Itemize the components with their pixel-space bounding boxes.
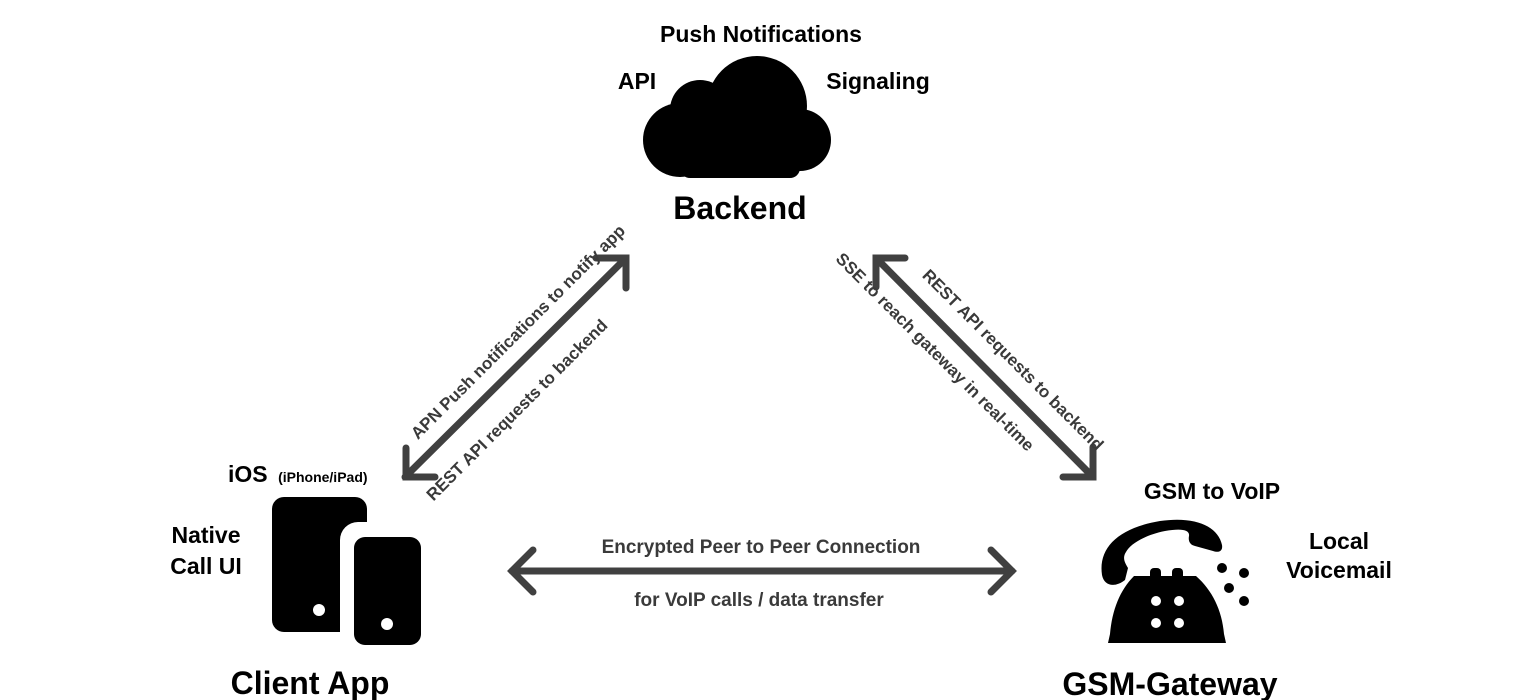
- gateway-label-gsm-to-voip: GSM to VoIP: [1144, 478, 1280, 504]
- devices-icon: [272, 497, 436, 660]
- client-feature-line2: Call UI: [170, 553, 242, 579]
- p2p-label-upper: Encrypted Peer to Peer Connection: [602, 537, 921, 558]
- backend-label-api: API: [618, 68, 656, 94]
- p2p-label-lower: for VoIP calls / data transfer: [634, 590, 884, 611]
- p2p-arrowhead-client: [507, 546, 537, 596]
- client-platform-label: iOS (iPhone/iPad): [228, 461, 368, 487]
- client-node: iOS (iPhone/iPad) Native Call UI Client …: [170, 461, 436, 700]
- gateway-backend-arrowhead-backend: [872, 254, 909, 291]
- cloud-icon: [643, 56, 831, 178]
- gateway-backend-arrowhead-gateway: [1059, 443, 1097, 481]
- client-backend-arrow-line: [401, 254, 630, 481]
- gateway-feature-line2: Voicemail: [1286, 557, 1392, 583]
- gateway-backend-arrow-line: [872, 254, 1097, 481]
- client-title: Client App: [231, 665, 390, 700]
- edge-client-backend: APN Push notifications to notify app RES…: [401, 221, 630, 504]
- client-platform: iOS: [228, 461, 268, 487]
- gateway-title: GSM-Gateway: [1062, 666, 1277, 700]
- backend-label-push-notifications: Push Notifications: [660, 21, 862, 47]
- telephone-icon: [1101, 519, 1249, 643]
- p2p-arrowhead-gateway: [987, 546, 1017, 596]
- backend-title: Backend: [673, 190, 806, 226]
- backend-label-signaling: Signaling: [826, 68, 930, 94]
- gateway-feature-line1: Local: [1309, 528, 1369, 554]
- gateway-node: GSM to VoIP Local Voicemail GSM-Gateway: [1062, 478, 1391, 700]
- client-feature-line1: Native: [171, 522, 240, 548]
- backend-node: Push Notifications API Signaling Backend: [618, 21, 930, 226]
- edge-peer-to-peer: Encrypted Peer to Peer Connection for Vo…: [507, 537, 1017, 611]
- client-platform-detail: (iPhone/iPad): [278, 469, 367, 485]
- client-backend-arrowhead-client: [402, 444, 439, 481]
- client-backend-arrowhead-backend: [592, 254, 630, 292]
- edge-gateway-backend: REST API requests to backend SSE to reac…: [832, 249, 1107, 481]
